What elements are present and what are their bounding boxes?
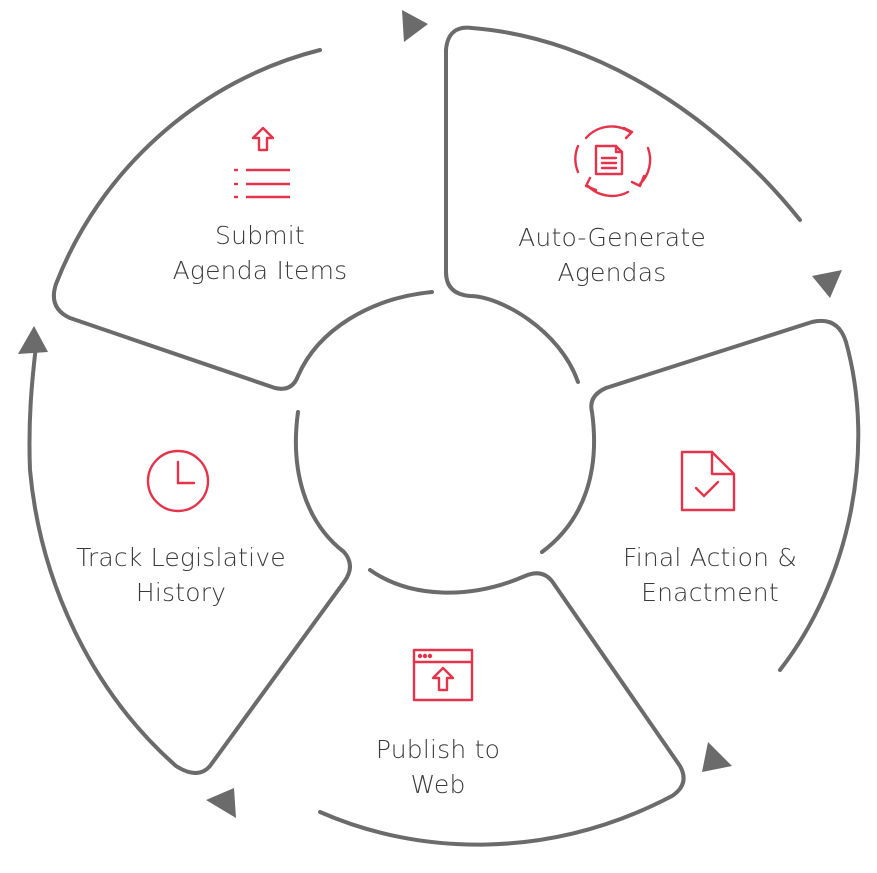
stage-label-line1: Final Action & bbox=[622, 543, 798, 572]
stage-label-track-history: Track Legislative History bbox=[56, 540, 306, 610]
segment-track-history bbox=[27, 344, 352, 775]
stage-label-auto-generate: Auto-Generate Agendas bbox=[492, 220, 732, 290]
browser-upload-icon bbox=[412, 648, 474, 702]
stage-label-line2: Web bbox=[410, 770, 466, 799]
segment-auto-generate-agendas bbox=[444, 25, 802, 384]
segment-final-action bbox=[540, 319, 861, 672]
stage-label-final-action: Final Action & Enactment bbox=[590, 540, 830, 610]
stage-label-line1: Publish to bbox=[375, 735, 501, 764]
document-cycle-icon bbox=[574, 125, 652, 198]
segment-submit-agenda-items bbox=[51, 48, 434, 391]
stage-label-publish: Publish to Web bbox=[318, 732, 558, 802]
arrowhead-right-top bbox=[812, 270, 842, 298]
arrowhead-right-bottom bbox=[702, 742, 732, 772]
stage-label-submit: Submit Agenda Items bbox=[140, 218, 380, 288]
arrowhead-left bbox=[18, 326, 48, 354]
upload-list-icon bbox=[234, 126, 290, 199]
clock-icon bbox=[146, 449, 210, 513]
stage-label-line1: Auto-Generate bbox=[518, 223, 706, 252]
document-check-icon bbox=[680, 450, 736, 512]
stage-label-line1: Submit bbox=[215, 221, 305, 250]
segment-publish-to-web bbox=[318, 568, 686, 847]
stage-label-line2: Agendas bbox=[557, 258, 667, 287]
stage-label-line2: Enactment bbox=[641, 578, 779, 607]
stage-label-line2: History bbox=[135, 578, 227, 607]
stage-label-line2: Agenda Items bbox=[172, 256, 348, 285]
arrowhead-bottom bbox=[206, 788, 236, 818]
stage-label-line1: Track Legislative bbox=[76, 543, 286, 572]
arrowhead-top bbox=[402, 10, 428, 42]
